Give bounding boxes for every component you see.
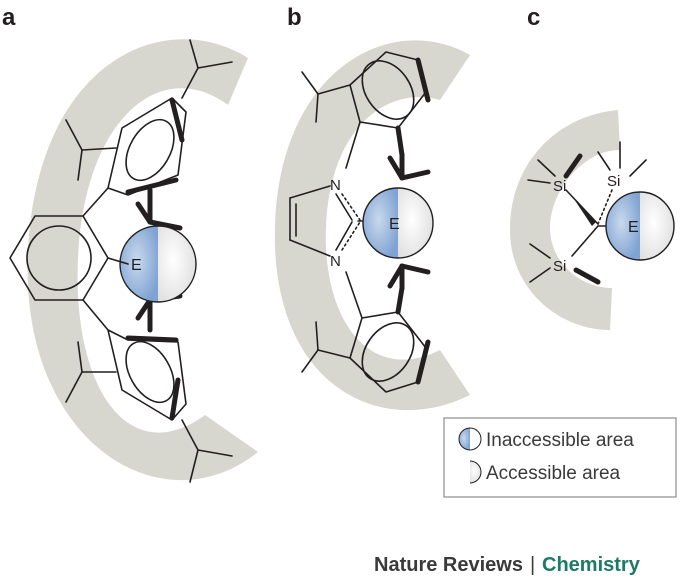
panel-c-letter: c	[527, 4, 540, 31]
panel-b-nitrogen-bottom: N	[330, 253, 341, 270]
panel-c-silicon-3: Si	[553, 258, 566, 275]
credit-separator: |	[530, 554, 535, 576]
panel-a-element-sphere: E	[107, 225, 197, 303]
legend-inaccessible-swatch	[458, 427, 482, 451]
panel-a: a	[2, 4, 258, 483]
panel-b-upper-aryl	[301, 51, 431, 181]
panel-b-lower-aryl	[301, 263, 431, 393]
credit-journal: Nature Reviews	[374, 554, 523, 576]
panel-b-nitrogen-top: N	[330, 177, 341, 194]
panel-b-element-label: E	[389, 216, 400, 233]
panel-c-steric-shield	[510, 110, 620, 330]
panel-b-element-sphere: E	[362, 187, 434, 259]
legend-accessible-label: Accessible area	[486, 463, 621, 484]
panel-c-silicon-2: Si	[607, 173, 620, 190]
panel-b: b N N	[274, 4, 470, 411]
panel-a-element-label: E	[131, 257, 142, 274]
panel-c-element-sphere: E	[605, 191, 675, 261]
panel-b-steric-shield	[274, 40, 470, 411]
journal-credit: Nature Reviews | Chemistry	[374, 554, 641, 576]
panel-c: c Si Si Si	[510, 4, 675, 330]
credit-section: Chemistry	[542, 554, 641, 576]
legend-accessible-swatch	[469, 460, 482, 484]
panel-c-silicon-1: Si	[553, 178, 566, 195]
legend: Inaccessible area Accessible area	[443, 417, 677, 498]
panel-a-upper-aryl	[65, 39, 233, 231]
panel-b-letter: b	[287, 4, 302, 31]
panel-c-element-label: E	[628, 219, 639, 236]
legend-inaccessible-label: Inaccessible area	[486, 430, 634, 451]
panel-a-letter: a	[2, 4, 16, 31]
